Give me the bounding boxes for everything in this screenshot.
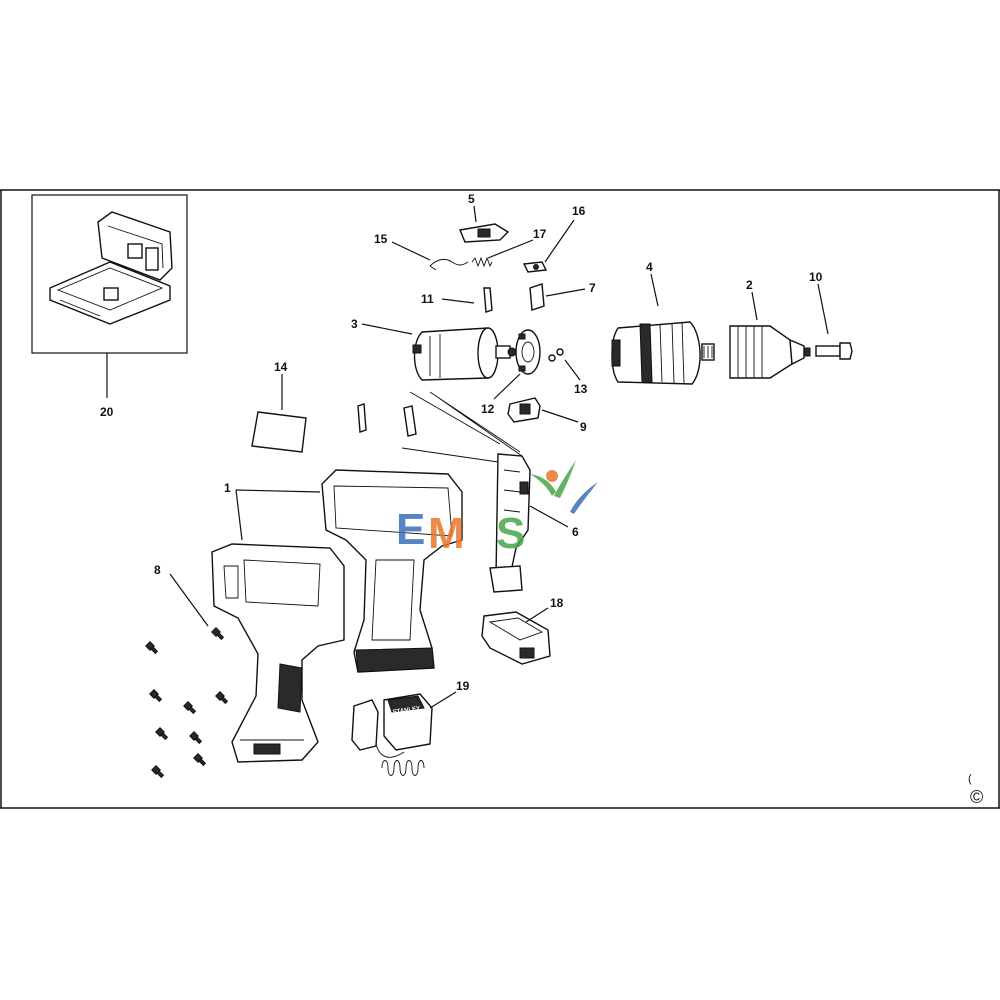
leader-19	[429, 691, 457, 709]
leader-9	[541, 409, 579, 423]
corner-mark: (	[968, 773, 972, 785]
part-10-chuck-screw	[815, 342, 853, 360]
part-clip-pair	[357, 403, 417, 437]
leader-4	[650, 273, 659, 307]
callout-17: 17	[533, 227, 547, 241]
part-4-gearbox	[611, 321, 715, 385]
part-17-spring	[471, 256, 493, 268]
part-13-screws	[548, 348, 564, 362]
part-5-selector-slide	[459, 223, 510, 243]
callout-13: 13	[574, 382, 588, 396]
callout-7: 7	[589, 281, 596, 295]
callout-14: 14	[274, 360, 288, 374]
part-15-wire-spring	[429, 258, 469, 271]
callout-11: 11	[421, 292, 434, 306]
watermark-letter-e: E	[396, 505, 425, 554]
leader-16	[544, 219, 575, 263]
part-7-clip	[529, 283, 545, 311]
watermark-figure-leg	[570, 482, 598, 514]
part-20-carry-case	[31, 194, 188, 354]
part-8-screws	[145, 627, 229, 779]
part-2-chuck	[729, 325, 811, 379]
part-11-switch-segment	[483, 287, 493, 313]
leader-13	[564, 359, 581, 381]
callout-19: 19	[456, 679, 470, 693]
callout-8: 8	[154, 563, 161, 577]
watermark-figure-arm-left	[530, 474, 556, 496]
part-12-end-plate	[515, 329, 541, 375]
leader-3	[361, 323, 413, 335]
leader-7	[545, 288, 586, 297]
part-18-battery	[481, 611, 551, 665]
callout-5: 5	[468, 192, 475, 206]
leader-5	[473, 205, 477, 223]
callout-9: 9	[580, 420, 587, 434]
watermark-figure-head	[546, 470, 558, 482]
callout-6: 6	[572, 525, 579, 539]
callout-20: 20	[100, 405, 114, 419]
callout-18: 18	[550, 596, 564, 610]
callout-2: 2	[746, 278, 753, 292]
part-14-label	[251, 411, 307, 453]
leader-17	[487, 239, 534, 259]
leader-12	[493, 373, 521, 400]
leader-1a	[235, 489, 321, 493]
callout-3: 3	[351, 317, 358, 331]
leader-10	[817, 283, 829, 335]
part-16-clip	[522, 261, 548, 273]
watermark-letter-m: M	[428, 509, 465, 558]
callout-4: 4	[646, 260, 653, 274]
callout-1: 1	[224, 481, 231, 495]
leader-11	[441, 298, 475, 304]
part-9-switch-bracket	[507, 397, 541, 423]
charger-brand-text: STANLEY	[392, 706, 420, 716]
leader-2	[751, 291, 758, 321]
leader-6	[529, 505, 569, 528]
callout-16: 16	[572, 204, 586, 218]
leader-1b	[235, 489, 243, 541]
part-3-motor	[412, 327, 517, 381]
callout-12: 12	[481, 402, 495, 416]
part-19-charger: STANLEY	[351, 693, 433, 776]
callout-10: 10	[809, 270, 823, 284]
leader-15	[391, 241, 431, 261]
copyright-symbol: ©	[970, 787, 983, 807]
leader-8	[169, 573, 209, 627]
watermark-figure-arm-right	[554, 460, 576, 498]
watermark-letter-s: S	[496, 509, 525, 558]
part-wires	[401, 391, 523, 463]
callout-15: 15	[374, 232, 388, 246]
part-1-housing-left	[211, 543, 345, 763]
ems-watermark: E M S	[396, 460, 598, 558]
leader-18	[525, 607, 549, 623]
part-1-housing-right	[321, 469, 463, 673]
part-6-switch-assembly	[489, 453, 531, 593]
